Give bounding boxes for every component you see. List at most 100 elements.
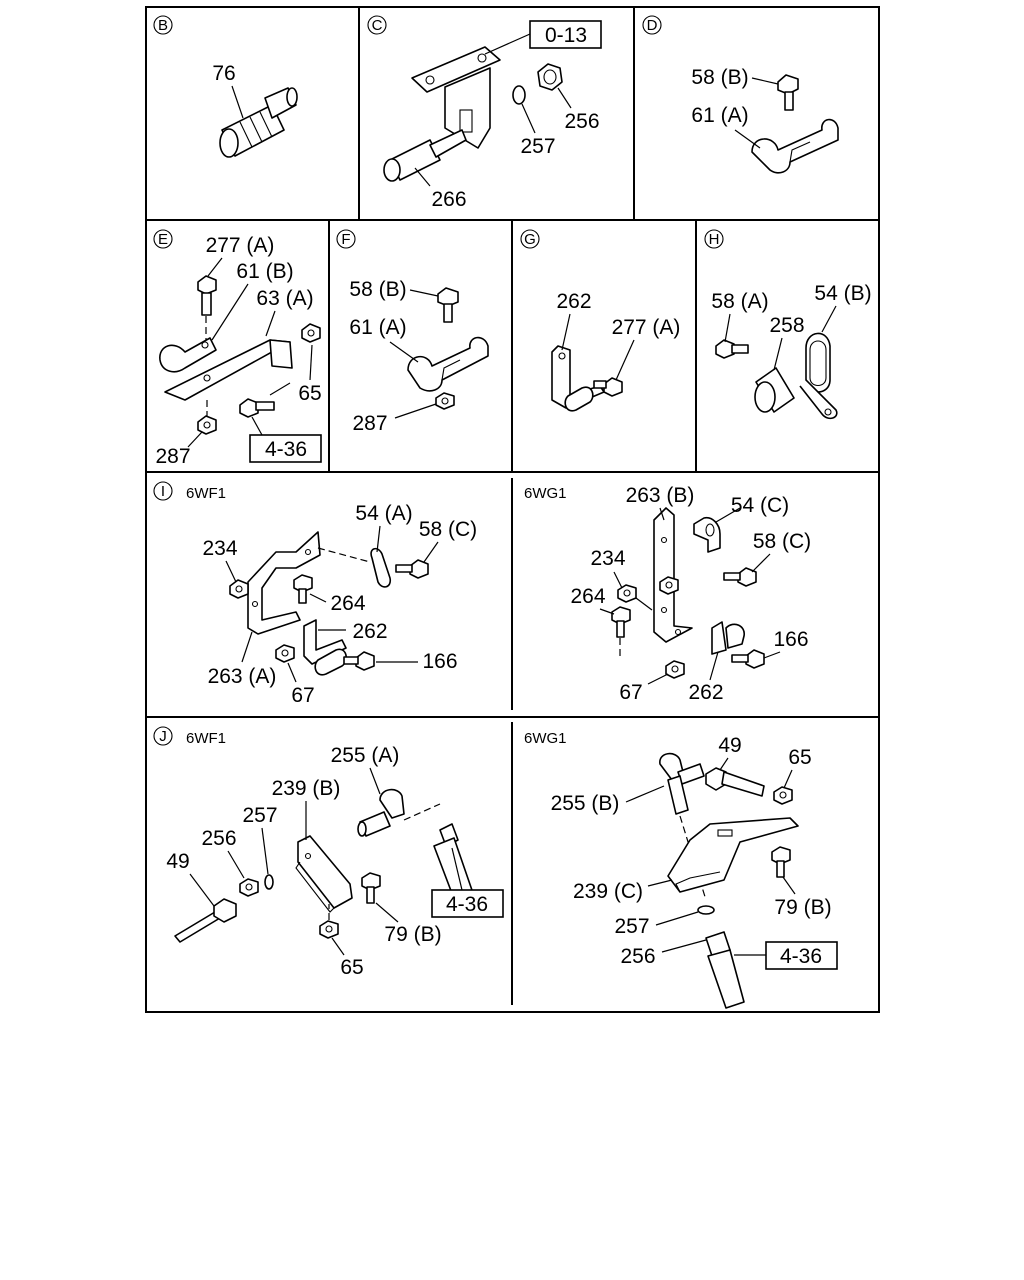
part-label: 234 — [202, 537, 237, 560]
nut-part — [319, 920, 339, 939]
elbow-fitting-part — [357, 788, 405, 837]
part-label: 54 (A) — [355, 502, 412, 525]
part-label: 58 (B) — [691, 66, 748, 89]
part-label: 264 — [330, 592, 365, 615]
part-label: 255 (B) — [551, 792, 620, 815]
clamp-part — [407, 336, 489, 392]
leader-line — [251, 416, 263, 436]
leader-line — [647, 673, 669, 685]
part-label: 287 — [352, 412, 387, 435]
section-letter: B — [158, 17, 168, 34]
bolt-part — [343, 651, 375, 671]
section-g: G 262 277 (A) — [520, 229, 681, 412]
section-letter-circle — [642, 15, 662, 35]
bolt-part — [777, 74, 799, 111]
bolt-part — [361, 872, 381, 904]
leader-line — [265, 310, 276, 337]
clamp-part — [564, 386, 594, 412]
part-label: 257 — [520, 135, 555, 158]
section-i-6wg1: 6WG1 — [524, 484, 811, 704]
leader-line — [423, 541, 439, 563]
reference-label: 4-36 — [780, 945, 822, 968]
part-label: 61 (B) — [236, 260, 293, 283]
section-letter-circle — [520, 229, 540, 249]
leader-line — [369, 767, 381, 795]
leader-line — [331, 937, 345, 956]
section-letter-circle — [367, 15, 387, 35]
part-label: 256 — [564, 110, 599, 133]
leader-line — [659, 507, 665, 521]
leader-line — [715, 507, 741, 523]
section-h: H 58 (A) 258 54 (B) — [704, 229, 872, 420]
nut-part — [537, 63, 563, 91]
part-label: 61 (A) — [349, 316, 406, 339]
leader-line — [376, 525, 381, 553]
clamp-part — [159, 337, 217, 373]
hose-part — [705, 931, 745, 1009]
bolt-part — [239, 382, 291, 418]
washer-part — [264, 874, 274, 890]
part-label: 54 (B) — [814, 282, 871, 305]
part-label: 262 — [688, 681, 723, 704]
nut-part — [301, 323, 321, 343]
part-label: 255 (A) — [331, 744, 400, 767]
bolt-part — [771, 846, 791, 878]
part-label: 67 — [619, 681, 642, 704]
bolt-part — [731, 649, 765, 669]
clamp-part — [799, 332, 838, 420]
part-label: 54 (C) — [731, 494, 789, 517]
nut-part — [229, 579, 249, 599]
diagram-frame — [145, 6, 880, 1013]
reference-box — [431, 889, 504, 918]
part-label: 67 — [291, 684, 314, 707]
leader-line — [625, 785, 665, 803]
leader-line — [309, 344, 313, 381]
bolt-part — [197, 275, 217, 340]
leader-line — [484, 33, 531, 55]
washer-part — [697, 905, 715, 915]
reference-label: 0-13 — [545, 24, 587, 47]
part-label: 266 — [431, 188, 466, 211]
part-label: 58 (C) — [419, 518, 477, 541]
leader-line — [309, 593, 327, 603]
bolt-part — [715, 339, 749, 359]
bracket-part — [411, 46, 501, 149]
bolt-part — [593, 377, 623, 397]
leader-line — [613, 571, 623, 589]
leader-line — [241, 631, 253, 663]
part-label: 263 (A) — [208, 665, 277, 688]
leader-line — [287, 662, 297, 683]
dash-line — [317, 547, 371, 563]
leader-line — [261, 827, 269, 875]
reference-label: 4-36 — [265, 438, 307, 461]
part-label: 257 — [242, 804, 277, 827]
leader-line — [635, 597, 653, 611]
nut-part — [665, 660, 685, 679]
section-f: F 58 (B) 61 (A) 287 — [336, 229, 489, 435]
sleeve-part — [754, 367, 795, 413]
leader-line — [389, 341, 419, 363]
nut-part — [617, 584, 637, 603]
reference-label: 4-36 — [446, 893, 488, 916]
bracket-part — [295, 835, 353, 913]
leader-line — [615, 339, 635, 381]
part-label: 277 (A) — [612, 316, 681, 339]
section-c: C 0-13 256 257 266 — [367, 15, 602, 211]
part-label: 79 (B) — [384, 923, 441, 946]
leader-line — [734, 129, 761, 149]
section-letter-circle — [153, 481, 173, 501]
leader-line — [375, 902, 399, 923]
section-letter: D — [647, 17, 658, 34]
leader-line — [409, 289, 439, 297]
model-code: 6WG1 — [524, 485, 567, 502]
section-letter: H — [709, 231, 720, 248]
leader-line — [821, 305, 837, 333]
leader-line — [763, 651, 781, 659]
part-label: 58 (C) — [753, 530, 811, 553]
bolt-part — [395, 559, 429, 579]
dash-line — [403, 803, 441, 821]
nut-part — [275, 644, 295, 663]
leader-line — [782, 876, 796, 895]
section-i-6wf1: I 6WF1 — [153, 481, 477, 707]
